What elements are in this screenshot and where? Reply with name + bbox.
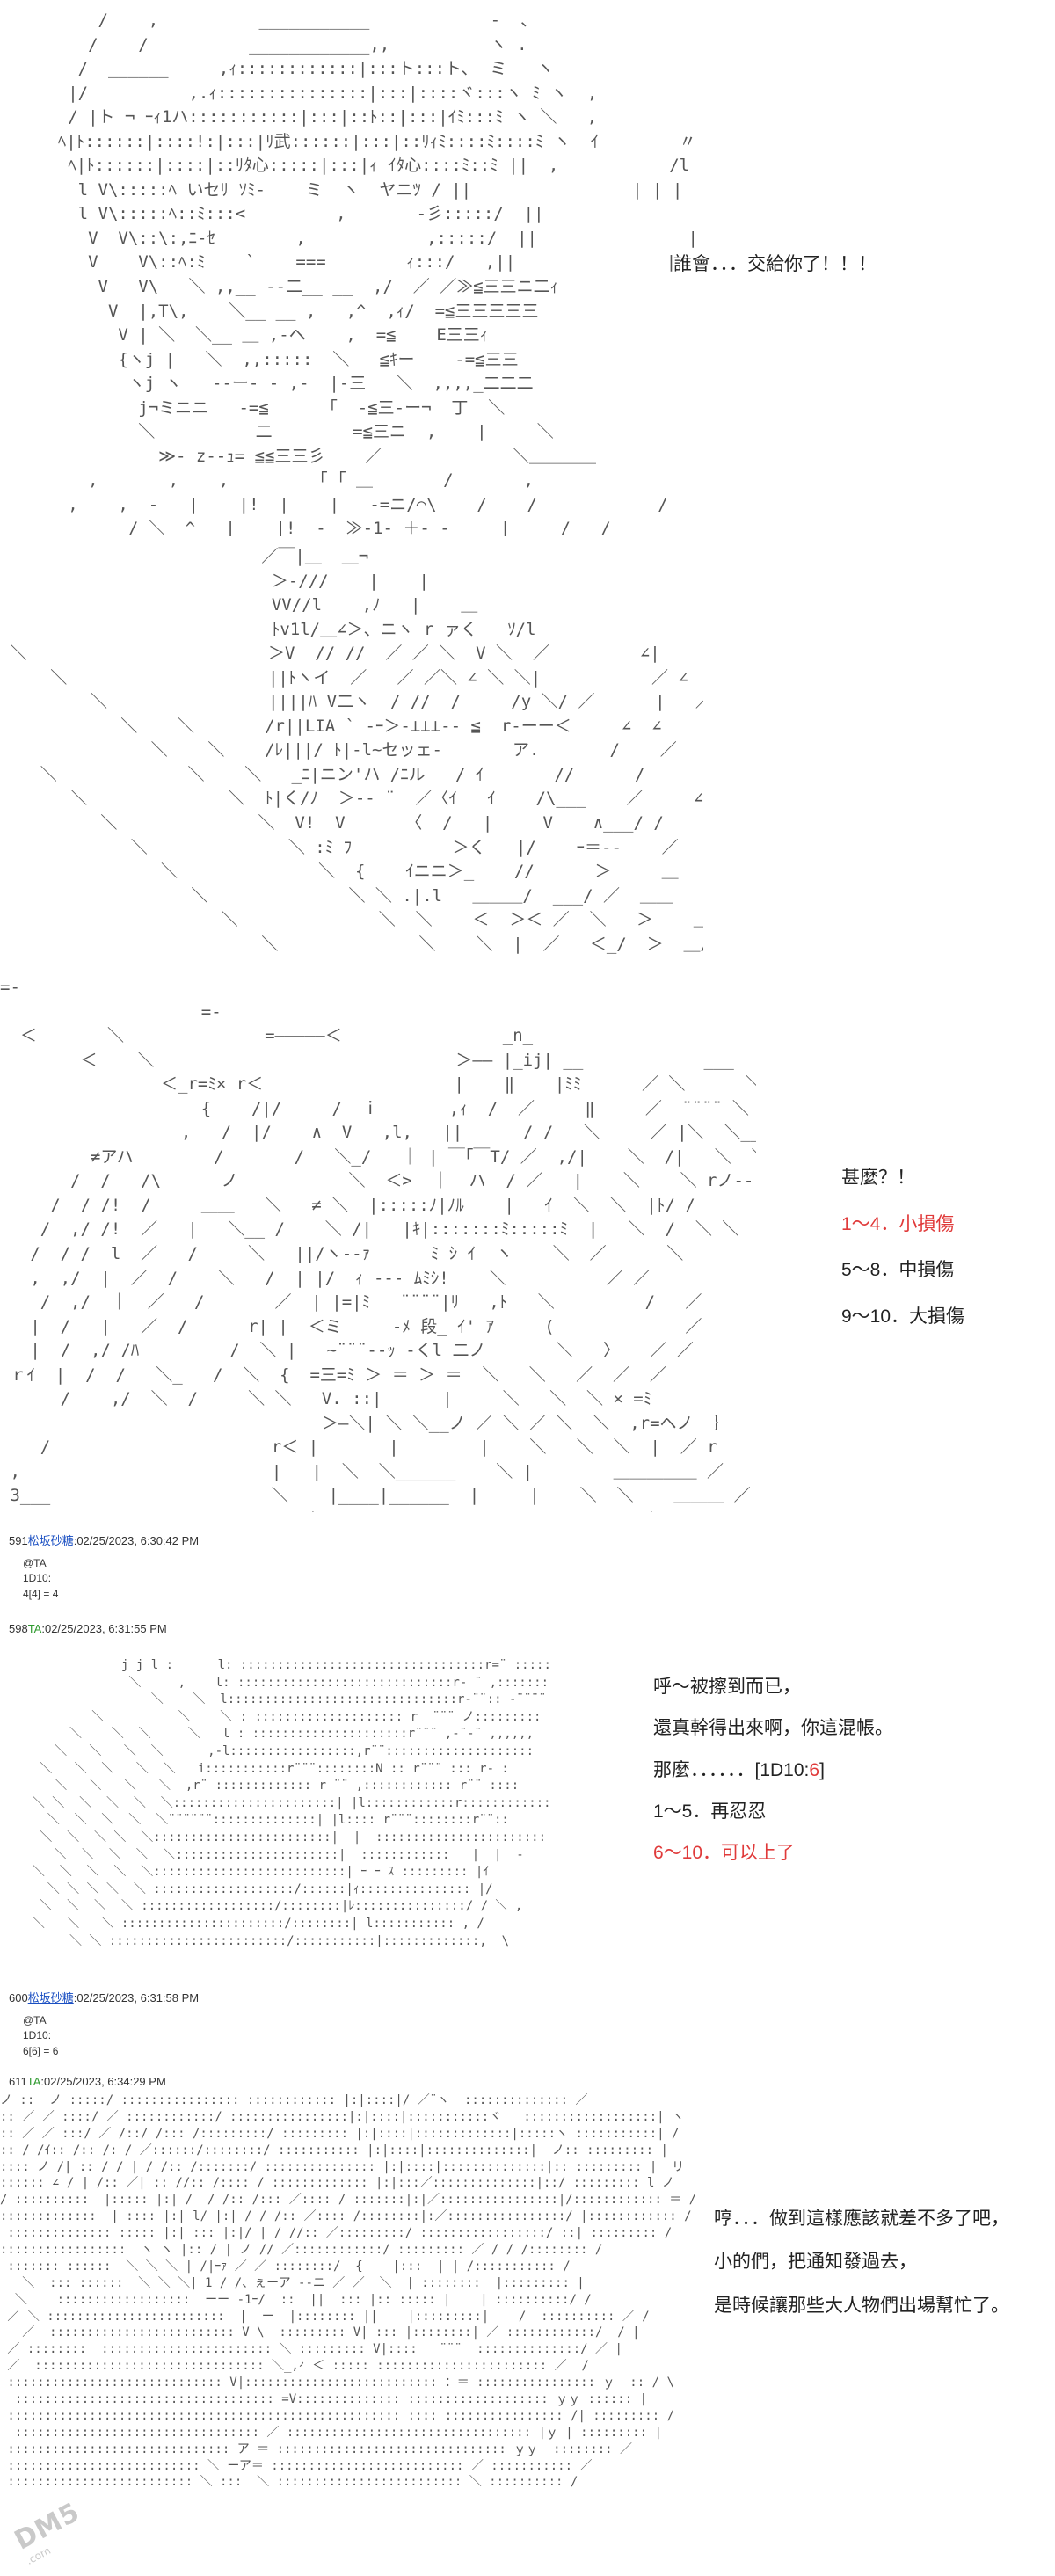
post-body: @TA 1D10: 4[4] = 4 [23,1557,59,1600]
post-author-link[interactable]: 松坂砂糖 [27,1991,74,2005]
post-header: 600松坂砂糖:02/25/2023, 6:31:58 PM [9,1989,199,2005]
post-header: 598TA:02/25/2023, 6:31:55 PM [9,1622,167,1635]
dialog-line: 還真幹得出來啊，你這混帳。 [653,1718,893,1739]
dialog-panel-1: 誰會．．．交給你了！！！ [673,250,877,276]
post-author: TA [27,1622,42,1635]
ascii-art-panel-3: =- =- ＜ ＼ =―――――＜ _n_ ＜ ＼ ＞―― |_ij| __ _… [0,978,756,1512]
post-timestamp: :02/25/2023, 6:31:55 PM [41,1622,167,1635]
dialog-line-dice-roll: 那麼．．．．．．[1D10:6] [653,1750,893,1791]
post-number: 600 [9,1991,28,2005]
post-author-link[interactable]: 松坂砂糖 [27,1534,74,1547]
ascii-art-panel-1: / , ___________ - 、 \ / / ____________,,… [57,11,695,536]
dialog-panel-5: 哼．．．做到這樣應該就差不多了吧， 小的們，把通知發過去， 是時候讓那些大人物們… [714,2197,1009,2327]
post-timestamp: :02/25/2023, 6:31:58 PM [73,1991,200,2005]
dialog-panel-4: 呼～被擦到而已， 還真幹得出來啊，你這混帳。 那麼．．．．．．[1D10:6] … [653,1666,893,1874]
post-number: 591 [9,1534,28,1547]
dialog-line: 是時候讓那些大人物們出場幫忙了。 [714,2295,1009,2316]
post-timestamp: :02/25/2023, 6:34:29 PM [40,2075,166,2088]
dialog-line: 誰會．．．交給你了！！！ [673,254,877,274]
post-header: 611TA:02/25/2023, 6:34:29 PM [9,2075,166,2088]
dice-roll-value: 6 [809,1759,820,1780]
dialog-line-option-wait: 1～5．再忍忍 [653,1801,767,1822]
post-header: 591松坂砂糖:02/25/2023, 6:30:42 PM [9,1532,199,1548]
dialog-line: 小的們，把通知發過去， [714,2252,917,2273]
dialog-line-option-go: 6～10．可以上了 [653,1843,796,1863]
dialog-line: 呼～被擦到而已， [653,1677,801,1697]
dialog-line: 甚麼？！ [841,1168,915,1188]
post-timestamp: :02/25/2023, 6:30:42 PM [73,1534,200,1547]
dialog-line-option-medium: 5～8．中損傷 [841,1260,955,1280]
dialog-line-option-small: 1～4．小損傷 [841,1213,955,1234]
ascii-art-panel-2: ／￣|＿ ＿¬ ＞-/// | | VV//l ,ﾉ | ＿ ﾄv1l/＿∠＞、… [10,547,703,954]
dialog-panel-3: 甚麼？！ 1～4．小損傷 5～8．中損傷 9～10．大損傷 [841,1155,964,1340]
post-number: 611 [9,2075,27,2088]
dialog-line-option-large: 9～10．大損傷 [841,1306,965,1327]
dialog-line: 哼．．．做到這樣應該就差不多了吧， [714,2209,1009,2229]
post-number: 598 [9,1622,28,1635]
post-author: TA [26,2075,41,2088]
ascii-art-panel-4: j j l : l: :::::::::::::::::::::::::::::… [32,1658,551,1947]
ascii-art-panel-5: ノ ::_ ノ :::::/ :::::::::::::::: ::::::::… [0,2093,695,2490]
dice-roll-prefix: 那麼．．．．．．[1D10: [653,1759,810,1780]
dice-roll-suffix: ] [819,1759,825,1780]
post-body: @TA 1D10: 6[6] = 6 [23,2014,59,2057]
